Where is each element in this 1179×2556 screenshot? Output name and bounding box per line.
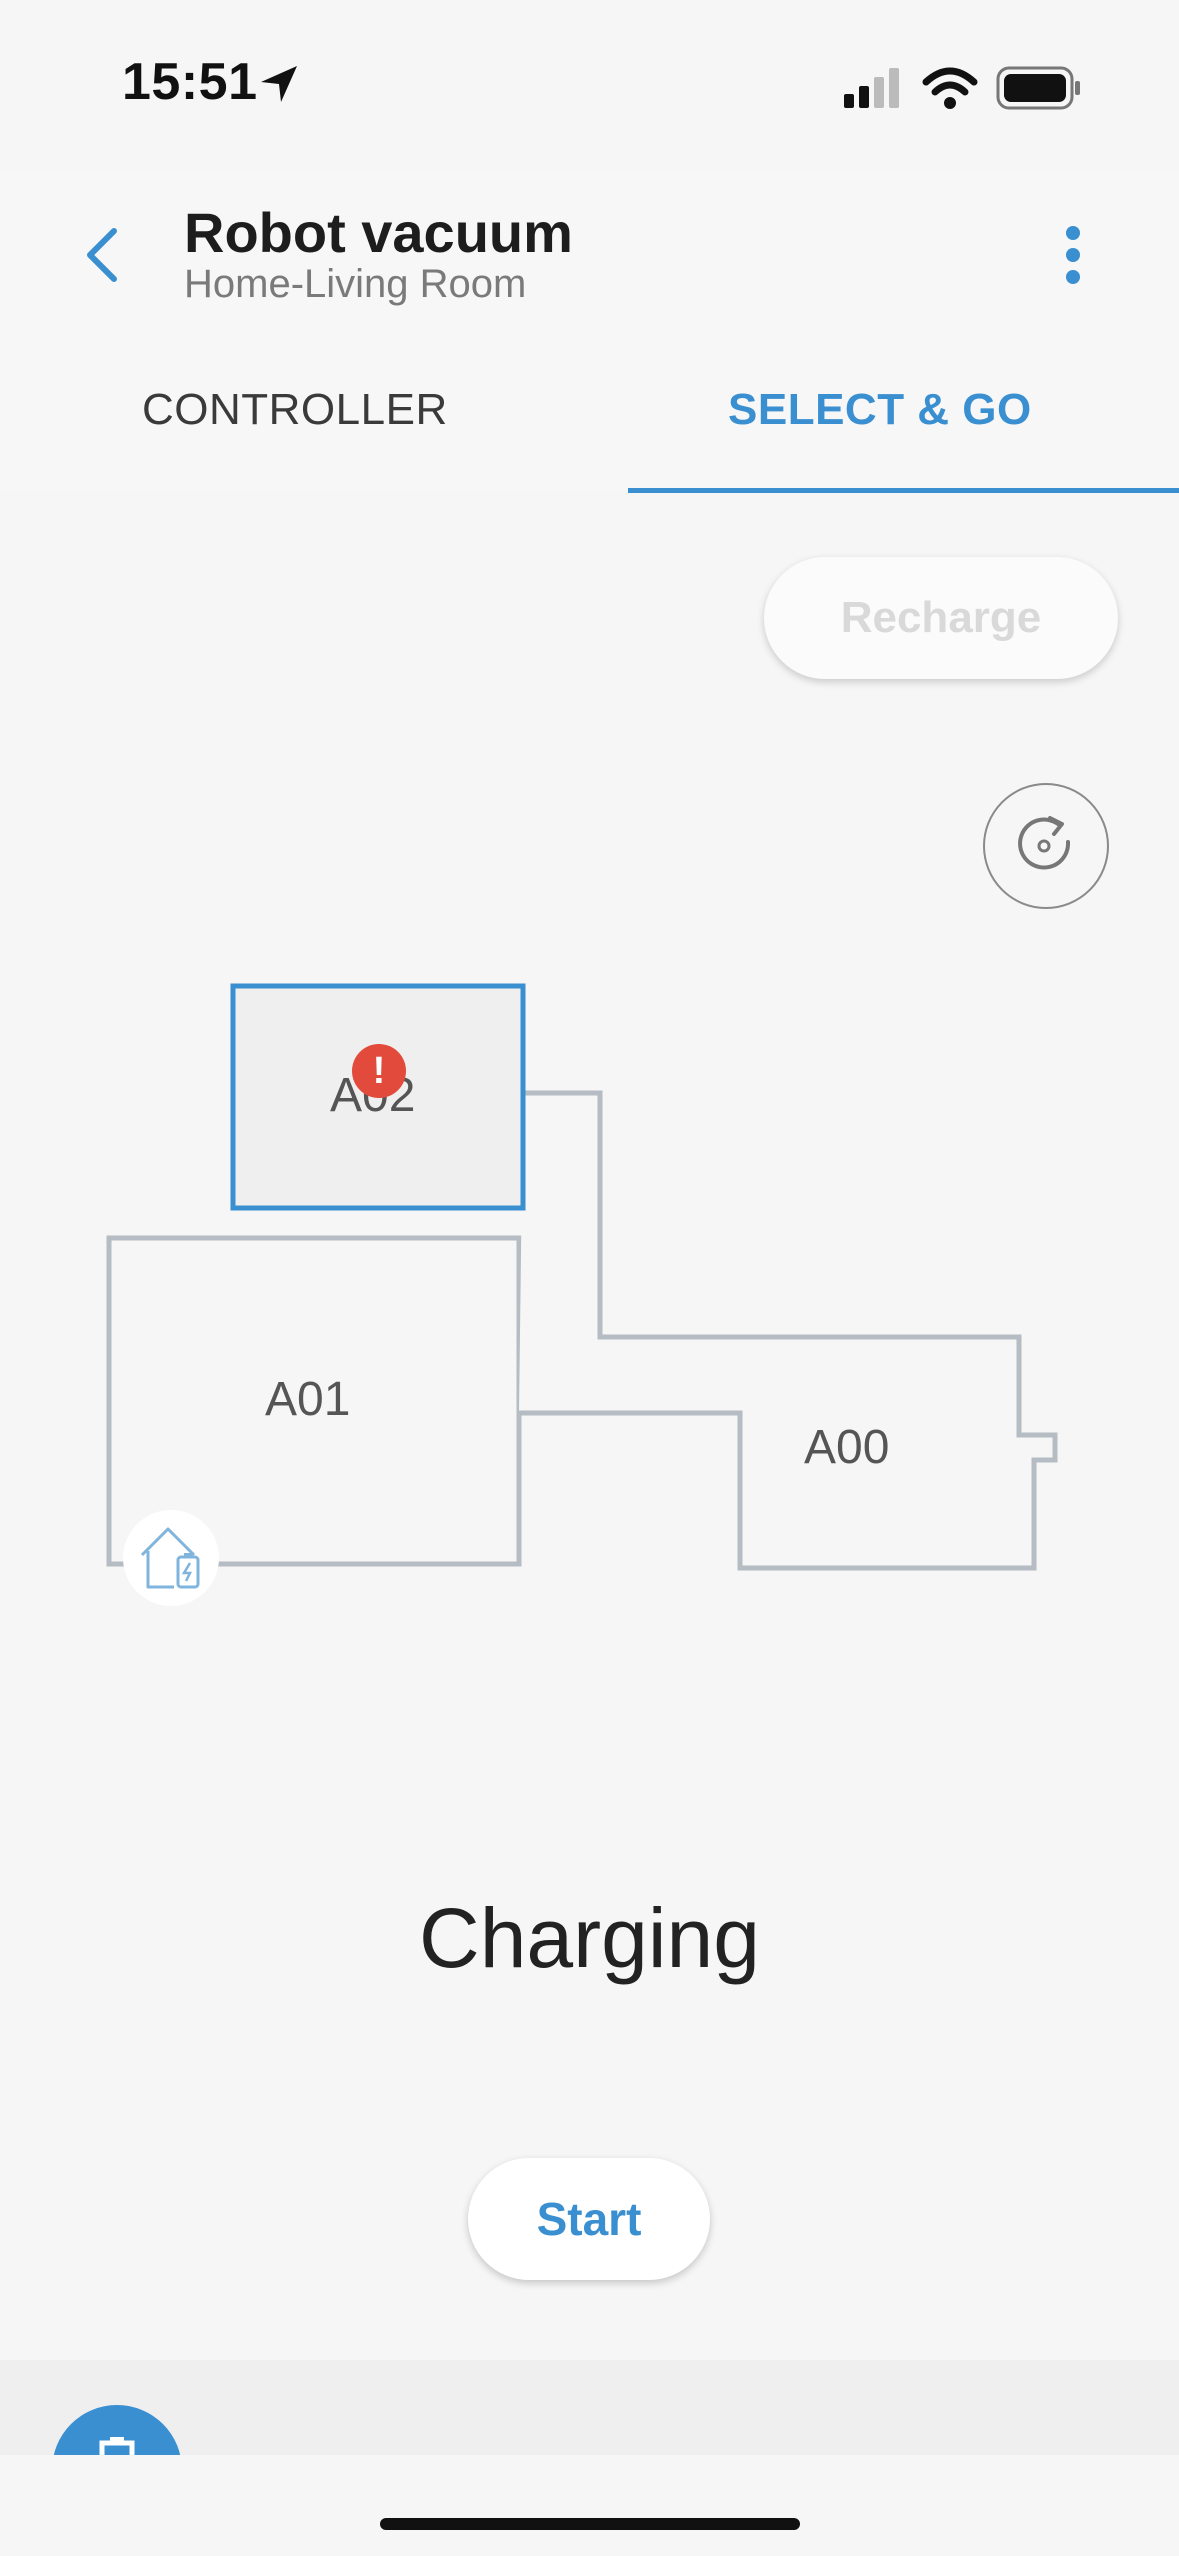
robot-status: Charging [419, 1891, 760, 1985]
signal-icon [844, 68, 899, 108]
room-a00[interactable] [519, 1090, 1058, 1571]
tab-controller[interactable]: CONTROLLER [142, 385, 448, 434]
active-tab-indicator [628, 488, 1179, 493]
page-title: Robot vacuum [184, 201, 573, 264]
home-indicator[interactable] [380, 2518, 800, 2530]
charging-dock-marker [123, 1510, 219, 1606]
room-label-a01: A01 [265, 1373, 351, 1426]
start-button[interactable]: Start [468, 2158, 710, 2280]
status-time: 15:51 [122, 53, 258, 111]
reset-map-button[interactable] [983, 783, 1109, 909]
page-subtitle: Home-Living Room [184, 262, 527, 306]
room-a01[interactable] [106, 1235, 522, 1567]
reset-map-icon [1018, 816, 1071, 870]
room-error-badge[interactable]: ! [352, 1044, 406, 1098]
wifi-icon [922, 67, 978, 109]
chevron-left-icon[interactable] [78, 225, 126, 285]
battery-icon [996, 66, 1080, 110]
app-header [0, 170, 1179, 490]
home-indicator-area [0, 2455, 1179, 2556]
recharge-button[interactable]: Recharge [764, 557, 1118, 679]
tab-select-go[interactable]: SELECT & GO [728, 385, 1032, 434]
status-bar [0, 0, 1179, 170]
floor-map [106, 983, 1058, 1571]
room-label-a00: A00 [804, 1421, 890, 1474]
location-arrow-icon [261, 66, 297, 102]
charging-dock-icon [140, 1527, 200, 1589]
bottom-panel [0, 2360, 1179, 2455]
more-vertical-icon[interactable] [1058, 222, 1088, 288]
